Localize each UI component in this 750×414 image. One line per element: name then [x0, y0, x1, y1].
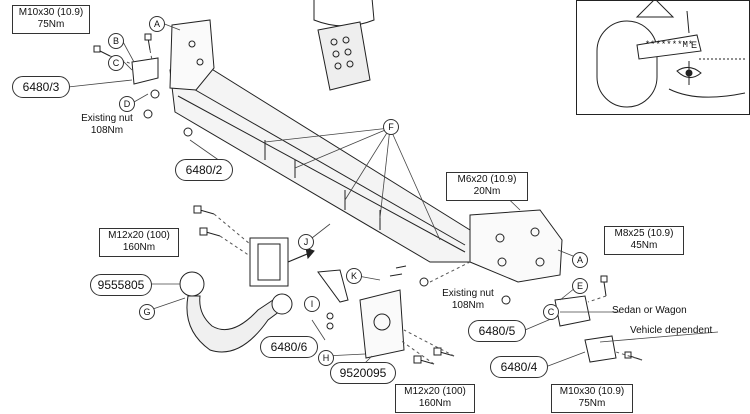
part-6480-2: 6480/2	[175, 159, 233, 181]
torque-spec: 75Nm	[578, 398, 606, 409]
callout-a-top: A	[149, 16, 165, 32]
part-6480-5: 6480/5	[468, 320, 526, 342]
torque-spec: 160Nm	[418, 398, 452, 409]
nut-label: Existing nut	[81, 113, 133, 124]
part-9520095: 9520095	[330, 362, 396, 384]
torque-spec: 160Nm	[122, 242, 156, 253]
torque-spec: 75Nm	[37, 19, 65, 30]
callout-g: G	[139, 304, 155, 320]
sedan-label: Sedan or Wagon	[612, 305, 687, 316]
bolt-spec: M8x25 (10.9)	[614, 228, 674, 239]
callout-j: J	[298, 234, 314, 250]
spec-box-m12-top: M12x20 (100) 160Nm	[99, 228, 179, 257]
bolts	[93, 33, 643, 365]
warning-triangle-icon	[635, 1, 675, 18]
plate-code: *******M*	[644, 40, 694, 50]
bolt-spec: M12x20 (100)	[108, 230, 170, 241]
vehicle-dependent-label: Vehicle dependent	[630, 325, 713, 336]
plate-letter: E	[690, 40, 697, 50]
torque-spec: 20Nm	[473, 186, 501, 197]
right-side-bracket	[469, 209, 563, 283]
spec-box-m8: M8x25 (10.9) 45Nm	[604, 226, 684, 255]
torque-spec: 108Nm	[90, 125, 124, 136]
part-9555805: 9555805	[90, 274, 152, 296]
bolt-spec: M6x20 (10.9)	[457, 174, 517, 185]
callout-k: K	[346, 268, 362, 284]
spec-box-m6: M6x20 (10.9) 20Nm	[446, 172, 528, 201]
callout-c-right: C	[543, 304, 559, 320]
torque-spec: 108Nm	[451, 300, 485, 311]
torque-spec: 45Nm	[630, 240, 658, 251]
bracket-6480-4	[584, 335, 617, 363]
tow-ball-neck	[179, 271, 293, 353]
callout-a-right: A	[572, 252, 588, 268]
assembly-lines	[109, 49, 643, 365]
small-bracket-6480-3	[131, 57, 159, 85]
vehicle-plate-inset: *******M* E	[576, 0, 750, 115]
nut-label: Existing nut	[442, 288, 494, 299]
part-6480-4: 6480/4	[490, 356, 548, 378]
eye-icon	[676, 67, 702, 78]
keypad-module	[313, 0, 375, 91]
left-side-bracket	[169, 19, 215, 91]
callout-h: H	[318, 350, 334, 366]
spec-box-m10-top-left: M10x30 (10.9) 75Nm	[12, 5, 90, 34]
bolt-spec: M12x20 (100)	[404, 386, 466, 397]
existing-nut-left: Existing nut 108Nm	[66, 113, 148, 137]
part-6480-3: 6480/3	[12, 76, 70, 98]
bracket-k	[317, 269, 349, 303]
bolt-spec: M10x30 (10.9)	[18, 7, 84, 18]
socket-bracket	[359, 289, 405, 359]
part-6480-6: 6480/6	[260, 336, 318, 358]
spec-box-m10-bottom-right: M10x30 (10.9) 75Nm	[551, 384, 633, 413]
bracket-6480-5	[554, 295, 591, 327]
existing-nut-mid: Existing nut 108Nm	[428, 288, 508, 312]
inset-drawing	[596, 1, 746, 108]
callout-f: F	[383, 119, 399, 135]
callout-c-top: C	[108, 55, 124, 71]
bolt-spec: M10x30 (10.9)	[559, 386, 625, 397]
callout-e: E	[572, 278, 588, 294]
socket-housing	[249, 237, 289, 287]
callout-d: D	[119, 96, 135, 112]
callout-i: I	[304, 296, 320, 312]
callout-b: B	[108, 33, 124, 49]
spec-box-m12-bottom: M12x20 (100) 160Nm	[395, 384, 475, 413]
